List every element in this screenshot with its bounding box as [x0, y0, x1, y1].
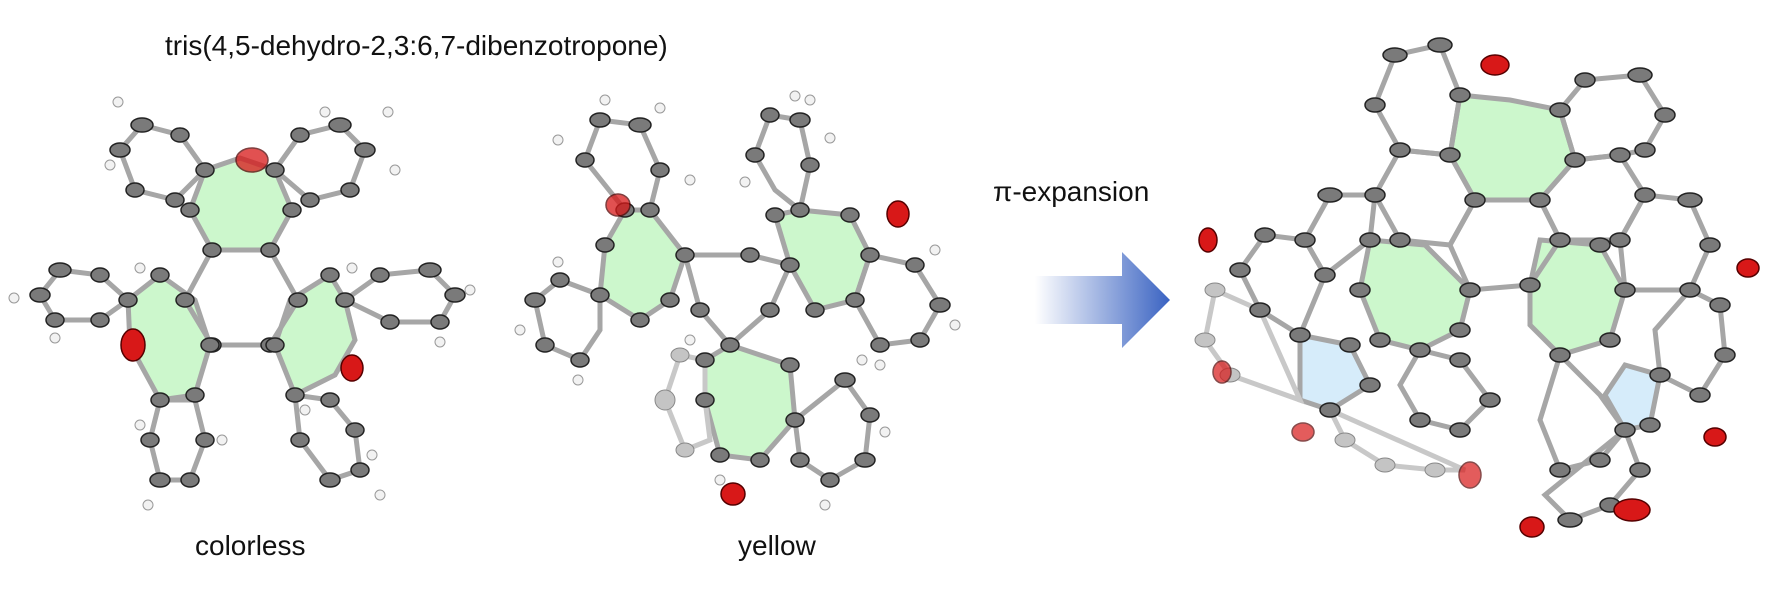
colorless-label: colorless: [195, 530, 306, 561]
hex-3: [1372, 42, 1463, 158]
hex-10: [1537, 350, 1629, 473]
central-ring: [182, 247, 301, 348]
benzo-ring-4: [340, 267, 459, 325]
seven-ring-left: [1357, 237, 1473, 353]
hex-6: [1617, 192, 1713, 293]
pi-expansion-label: π-expansion: [993, 176, 1150, 207]
central-ring: [681, 252, 794, 349]
figure-title: tris(4,5-dehydro-2,3:6,7-dibenzotropone): [165, 30, 668, 61]
expanded-molecule: [1194, 37, 1760, 538]
hex-7: [1237, 232, 1328, 339]
yellow-label: yellow: [738, 530, 816, 561]
colorless-molecule: [8, 96, 476, 511]
reaction-arrow: [1035, 252, 1170, 348]
benzo-ring-4: [852, 252, 943, 348]
yellow-molecule: [514, 90, 961, 511]
